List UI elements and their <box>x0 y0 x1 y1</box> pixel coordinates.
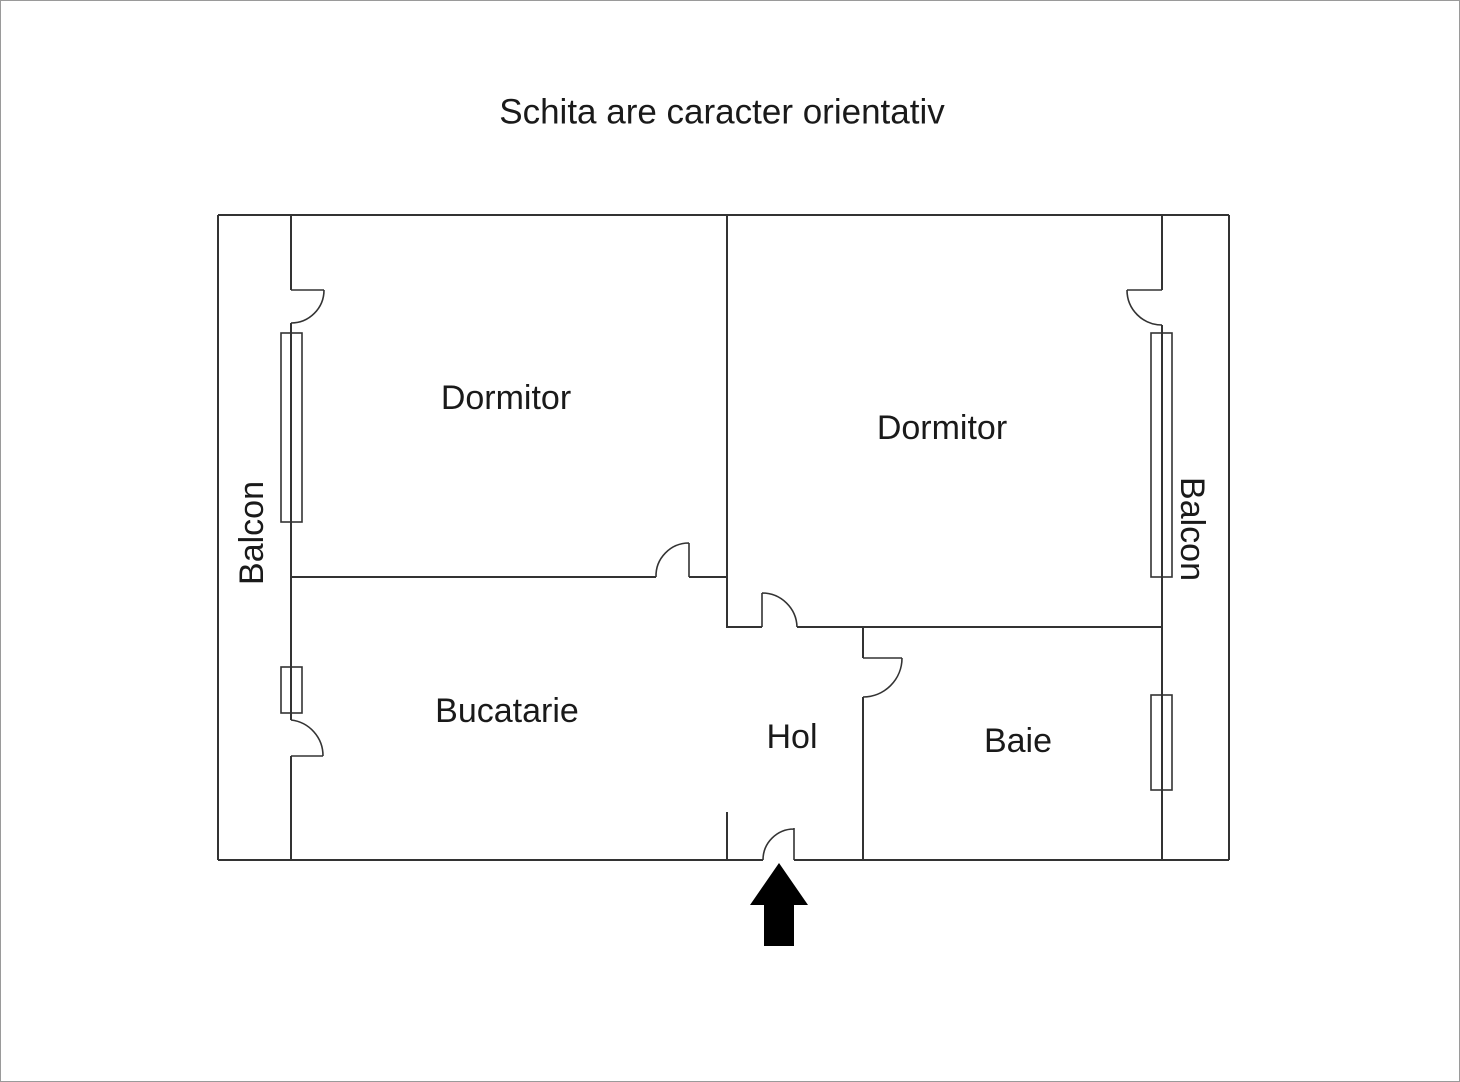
labels: Schita are caracter orientativ Dormitor … <box>233 93 1211 761</box>
room-label-balcon-left: Balcon <box>233 481 271 585</box>
door-baie <box>862 657 903 698</box>
door-balcony-kitchen <box>290 719 324 757</box>
room-label-balcon-right: Balcon <box>1173 477 1211 581</box>
door-balcony-right <box>1126 289 1163 326</box>
entrance-arrow-icon <box>750 863 808 946</box>
door-dormitor-left <box>655 542 690 578</box>
page-title: Schita are caracter orientativ <box>499 93 945 132</box>
room-label-dormitor-left: Dormitor <box>441 379 571 417</box>
room-label-hol: Hol <box>766 718 817 756</box>
door-dormitor-right <box>761 592 798 628</box>
door-balcony-left <box>290 289 325 324</box>
window-dormitor-left <box>280 332 303 523</box>
room-label-bucatarie: Bucatarie <box>435 692 579 730</box>
window-bucatarie <box>280 666 303 714</box>
window-dormitor-right <box>1150 332 1173 578</box>
room-label-dormitor-right: Dormitor <box>877 409 1007 447</box>
walls <box>217 214 1230 861</box>
room-label-baie: Baie <box>984 722 1052 760</box>
doors <box>290 289 1163 861</box>
door-entrance <box>762 828 795 861</box>
window-baie <box>1150 694 1173 791</box>
windows <box>280 332 1173 791</box>
